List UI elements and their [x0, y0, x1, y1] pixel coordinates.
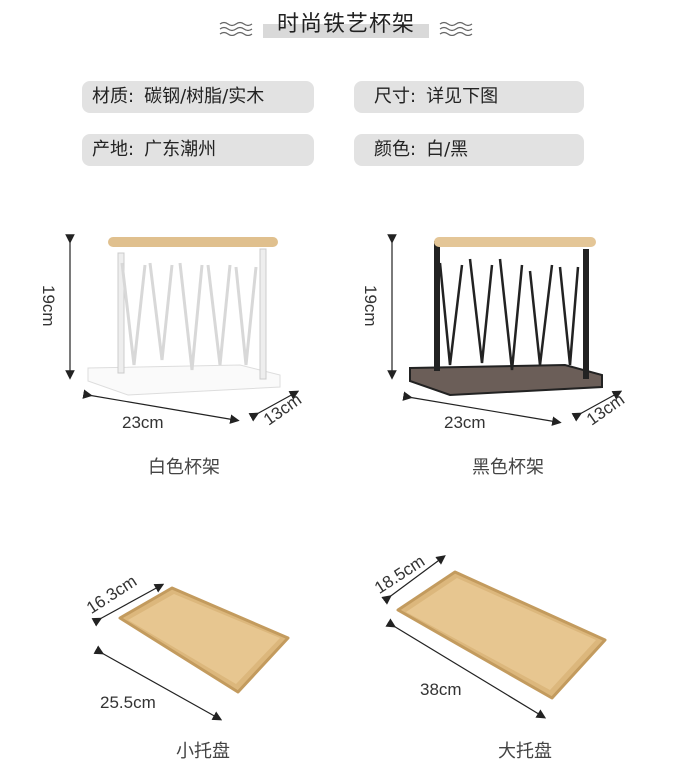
black-cup-rack-image [387, 234, 623, 426]
spec-label: 颜色: [374, 139, 417, 160]
width-dimension: 23cm [444, 413, 486, 432]
spec-color: 颜色: 白/黑 [354, 134, 584, 166]
spec-label: 尺寸: [374, 86, 417, 107]
spec-label: 产地: [92, 139, 135, 160]
product-caption: 白色杯架 [148, 457, 220, 478]
white-cup-rack-image [65, 234, 300, 424]
width-dimension: 23cm [122, 413, 164, 432]
spec-value: 详见下图 [426, 86, 499, 107]
spec-value: 白/黑 [426, 139, 469, 160]
spec-size: 尺寸: 详见下图 [354, 81, 584, 113]
product-caption: 大托盘 [498, 741, 552, 762]
large-tray-image [381, 555, 607, 719]
height-dimension: 19cm [361, 285, 380, 327]
product-caption: 黑色杯架 [472, 457, 544, 478]
wave-decoration-icon [219, 21, 253, 36]
small-tray-image [91, 583, 290, 721]
spec-value: 碳钢/树脂/实木 [144, 86, 265, 107]
length-dimension: 25.5cm [100, 693, 156, 712]
spec-material: 材质: 碳钢/树脂/实木 [82, 81, 314, 113]
length-dimension: 38cm [420, 680, 462, 699]
spec-value: 广东潮州 [144, 139, 217, 160]
title-highlight [263, 24, 429, 38]
spec-origin: 产地: 广东潮州 [82, 134, 314, 166]
spec-label: 材质: [92, 86, 135, 107]
product-caption: 小托盘 [176, 741, 230, 762]
page-title: 时尚铁艺杯架 [276, 12, 415, 37]
wave-decoration-icon [439, 21, 473, 36]
height-dimension: 19cm [39, 285, 58, 327]
